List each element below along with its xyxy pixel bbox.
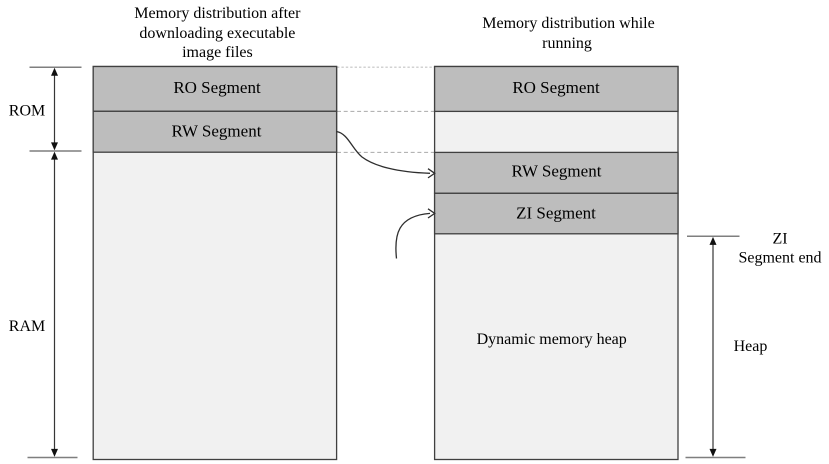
svg-text:RO Segment: RO Segment: [512, 78, 600, 97]
svg-text:Memory distribution after: Memory distribution after: [134, 5, 301, 22]
svg-text:ZI: ZI: [772, 230, 787, 247]
svg-text:RW Segment: RW Segment: [172, 122, 262, 141]
svg-text:ZI Segment: ZI Segment: [516, 204, 596, 223]
svg-text:downloading executable: downloading executable: [139, 25, 295, 42]
svg-text:Heap: Heap: [734, 338, 768, 355]
svg-text:image files: image files: [182, 44, 253, 61]
svg-text:RAM: RAM: [9, 318, 45, 335]
svg-text:Memory distribution while: Memory distribution while: [482, 15, 654, 32]
svg-text:Segment end: Segment end: [738, 249, 821, 266]
svg-text:ROM: ROM: [9, 103, 45, 120]
svg-text:running: running: [542, 35, 592, 52]
svg-text:Dynamic memory heap: Dynamic memory heap: [477, 331, 627, 348]
svg-text:RO Segment: RO Segment: [173, 78, 261, 97]
svg-text:RW Segment: RW Segment: [512, 162, 602, 181]
